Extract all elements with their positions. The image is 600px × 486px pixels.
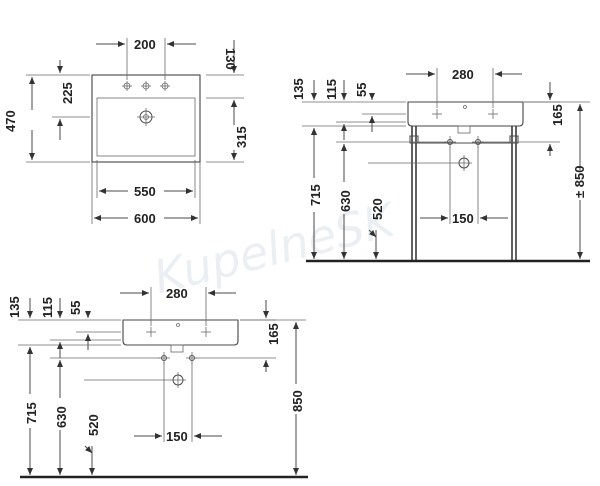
basin-top-bowl (96, 97, 196, 157)
dim-165: 165 (550, 104, 565, 126)
dim-715: 715 (24, 402, 39, 424)
dim-55: 55 (68, 301, 83, 315)
dim-850: ± 850 (572, 166, 587, 198)
dim-280: 280 (166, 286, 188, 301)
dim-135: 135 (7, 296, 22, 318)
dim-55: 55 (354, 83, 369, 97)
dim-630: 630 (54, 406, 69, 428)
dim-150: 150 (452, 211, 474, 226)
dim-225: 225 (60, 82, 75, 104)
stand-frame (409, 126, 519, 261)
tap-hole-icons (146, 323, 211, 337)
side-view-wall: 280 135 115 55 165 850 715 630 (7, 286, 308, 479)
dim-520: 520 (86, 414, 101, 436)
dim-850: 850 (290, 390, 305, 412)
basin-front-outline (122, 319, 239, 346)
dim-135: 135 (291, 78, 306, 100)
drain-outlet-icon (456, 155, 472, 171)
dim-550: 550 (134, 184, 156, 199)
dim-200: 200 (134, 37, 156, 52)
tap-hole-icons (122, 81, 170, 91)
dim-150: 150 (166, 429, 188, 444)
drain-icon (137, 108, 155, 126)
dim-165: 165 (266, 323, 281, 345)
dim-715: 715 (308, 184, 323, 206)
dim-115: 115 (324, 79, 339, 100)
side-view-stand: 280 135 115 55 165 ± 850 715 630 (291, 67, 590, 263)
dim-470: 470 (3, 110, 18, 132)
tap-hole-icons (432, 105, 498, 119)
dim-115: 115 (40, 297, 55, 318)
dim-630: 630 (338, 190, 353, 212)
top-view: 200 130 225 470 315 550 600 (3, 37, 249, 226)
drain-outlet-icon (170, 372, 186, 388)
dim-315: 315 (234, 126, 249, 148)
dim-520: 520 (370, 198, 385, 220)
dim-130: 130 (223, 48, 238, 70)
dim-600: 600 (134, 211, 156, 226)
dim-280: 280 (452, 67, 474, 82)
